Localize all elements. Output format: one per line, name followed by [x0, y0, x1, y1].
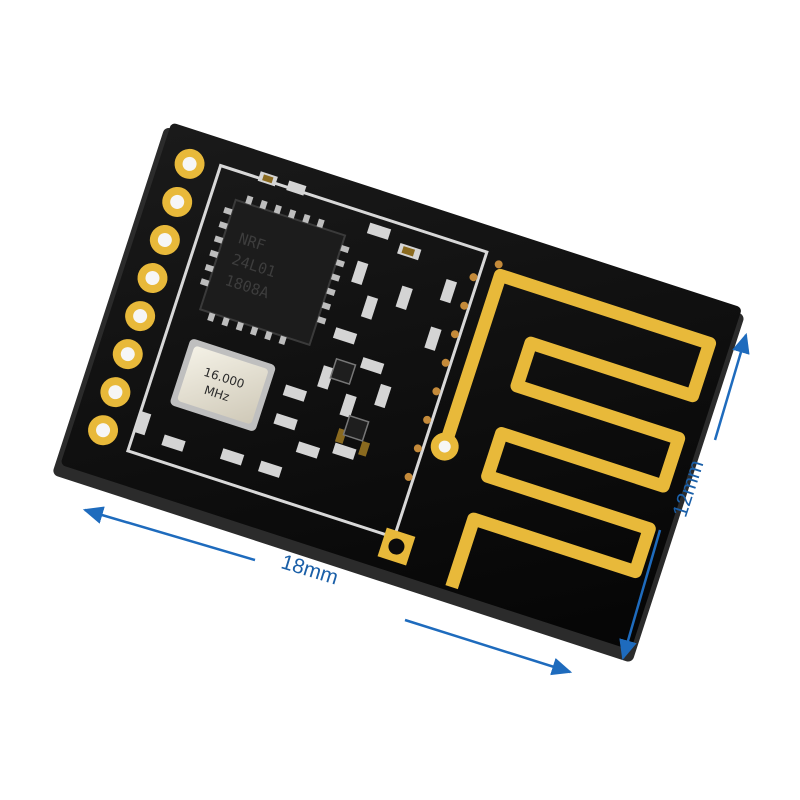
height-arrow-bottom [619, 529, 662, 661]
pcb-antenna [439, 268, 717, 590]
height-arrow-top [713, 332, 750, 441]
smd-components [134, 171, 458, 478]
crystal-oscillator: 16.000 MHz [170, 339, 276, 431]
silkscreen-outline [125, 163, 489, 540]
width-arrow-left [82, 506, 256, 562]
rf-module: NRF 24L01 1808A 16.000 MHz [53, 123, 744, 662]
rf-chip: NRF 24L01 1808A [198, 195, 350, 347]
header-pins [88, 148, 205, 446]
vias [404, 260, 503, 481]
width-arrow-right [404, 618, 573, 676]
